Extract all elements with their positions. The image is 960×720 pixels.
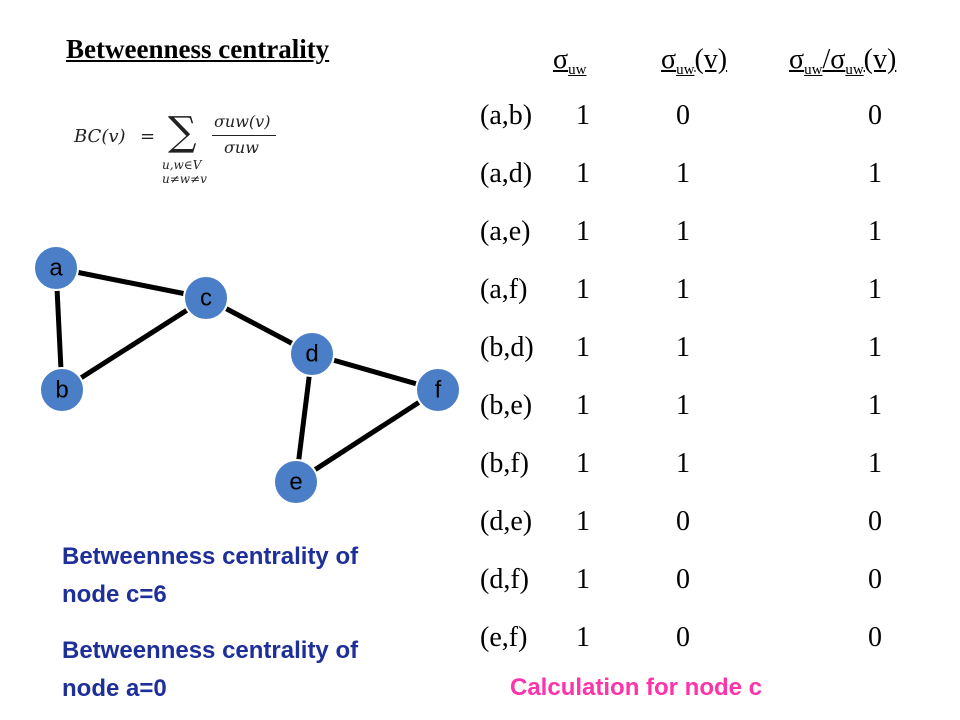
- node-c: c: [183, 275, 229, 321]
- edge-b-c: [60, 295, 208, 393]
- caption-calculation: Calculation for node c: [510, 674, 763, 701]
- node-d: d: [289, 331, 335, 377]
- node-e-label: e: [289, 469, 302, 496]
- row-10-pair: (e,f): [480, 622, 528, 653]
- row-7-pair: (b,f): [480, 448, 529, 479]
- node-b: b: [39, 367, 85, 413]
- row-1-ratio: 0: [868, 100, 882, 131]
- node-f-circle: [415, 367, 461, 413]
- row-6-sigma: 1: [576, 390, 590, 421]
- node-b-label: b: [55, 377, 68, 404]
- row-6-sigma-v: 1: [676, 390, 690, 421]
- header-ratio: σuw/σuw(v): [789, 44, 896, 79]
- row-4-ratio: 1: [868, 274, 882, 305]
- header-sigma-symbol: σ: [553, 44, 569, 75]
- row-9-sigma-v: 0: [676, 564, 690, 595]
- row-9-pair: (d,f): [480, 564, 529, 595]
- row-8-pair: (d,e): [480, 506, 533, 537]
- formula-equals: =: [140, 126, 156, 147]
- formula-fraction-bar: [212, 135, 276, 136]
- node-b-circle: [39, 367, 85, 413]
- header-sigma-v-sub: uw: [676, 62, 695, 78]
- formula-sum-subscript-2: u≠w≠v: [162, 172, 207, 186]
- row-5-sigma-v: 1: [676, 332, 690, 363]
- row-3-pair: (a,e): [480, 216, 531, 247]
- edge-e-f: [294, 387, 440, 485]
- row-10-sigma-v: 0: [676, 622, 690, 653]
- row-3-ratio: 1: [868, 216, 882, 247]
- betweenness-formula: BC(v) = ∑ u,w∈V u≠w≠v σuw(v) σuw: [74, 106, 294, 186]
- row-3-sigma-v: 1: [676, 216, 690, 247]
- row-9-sigma: 1: [576, 564, 590, 595]
- row-5-sigma: 1: [576, 332, 590, 363]
- row-2-sigma: 1: [576, 158, 590, 189]
- header-sigma-v-suffix: (v): [694, 44, 728, 75]
- row-5-pair: (b,d): [480, 332, 534, 363]
- header-ratio-sub: uw: [804, 62, 823, 78]
- edge-a-c: [55, 265, 207, 301]
- graph-nodes: a b c d e f: [33, 245, 461, 505]
- formula-numerator: σuw(v): [214, 112, 271, 131]
- node-a-label: a: [49, 255, 63, 282]
- row-8-sigma: 1: [576, 506, 590, 537]
- row-1-sigma: 1: [576, 100, 590, 131]
- row-3-sigma: 1: [576, 216, 590, 247]
- node-f-label: f: [435, 377, 442, 404]
- result-node-c: Betweenness centrality of node c=6: [62, 538, 358, 614]
- row-4-sigma: 1: [576, 274, 590, 305]
- result-node-a-line2: node a=0: [62, 675, 167, 702]
- node-e: e: [273, 459, 319, 505]
- row-2-sigma-v: 1: [676, 158, 690, 189]
- row-7-sigma: 1: [576, 448, 590, 479]
- node-d-label: d: [305, 341, 318, 368]
- node-e-circle: [273, 459, 319, 505]
- header-sigma-v-symbol: σ: [661, 44, 677, 75]
- row-1-sigma-v: 0: [676, 100, 690, 131]
- row-8-ratio: 0: [868, 506, 882, 537]
- header-ratio-suffix: (v): [863, 44, 897, 75]
- row-2-pair: (a,d): [480, 158, 533, 189]
- result-node-c-line1: Betweenness centrality of: [62, 543, 359, 570]
- node-c-circle: [183, 275, 229, 321]
- formula-sum-symbol: ∑: [168, 109, 197, 155]
- formula-sum-subscript-1: u,w∈V: [162, 158, 202, 172]
- row-7-ratio: 1: [868, 448, 882, 479]
- row-8-sigma-v: 0: [676, 506, 690, 537]
- header-sigma: σuw: [553, 44, 586, 79]
- node-a-circle: [33, 245, 79, 291]
- header-ratio-symbol: σ: [789, 44, 805, 75]
- node-a: a: [33, 245, 79, 291]
- result-node-c-line2: node c=6: [62, 581, 167, 608]
- header-ratio-sub2: uw: [845, 62, 864, 78]
- header-ratio-mid: /σ: [822, 44, 846, 75]
- result-node-a-line1: Betweenness centrality of: [62, 637, 359, 664]
- row-4-sigma-v: 1: [676, 274, 690, 305]
- row-1-pair: (a,b): [480, 100, 533, 131]
- row-9-ratio: 0: [868, 564, 882, 595]
- header-sigma-v: σuw(v): [661, 44, 727, 79]
- row-5-ratio: 1: [868, 332, 882, 363]
- node-c-label: c: [200, 285, 212, 312]
- graph-edges: [53, 265, 440, 485]
- row-10-ratio: 0: [868, 622, 882, 653]
- row-4-pair: (a,f): [480, 274, 528, 305]
- formula-lhs: BC(v): [74, 126, 126, 147]
- page-title: Betweenness centrality: [66, 34, 330, 64]
- node-d-circle: [289, 331, 335, 377]
- row-6-pair: (b,e): [480, 390, 533, 421]
- formula-denominator: σuw: [224, 138, 259, 157]
- row-6-ratio: 1: [868, 390, 882, 421]
- node-f: f: [415, 367, 461, 413]
- row-10-sigma: 1: [576, 622, 590, 653]
- header-sigma-sub: uw: [568, 62, 587, 78]
- row-7-sigma-v: 1: [676, 448, 690, 479]
- row-2-ratio: 1: [868, 158, 882, 189]
- network-graph: a b c d e f: [33, 245, 461, 505]
- result-node-a: Betweenness centrality of node a=0: [62, 632, 358, 708]
